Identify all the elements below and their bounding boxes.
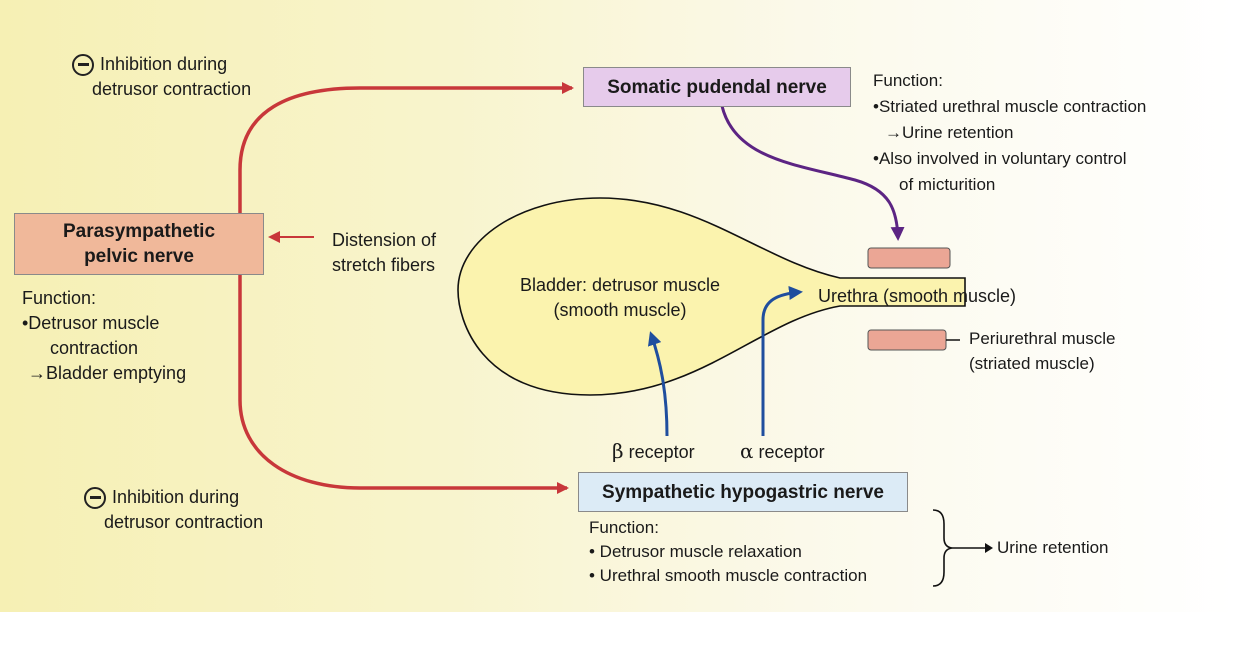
sympathetic-nerve-box: Sympathetic hypogastric nerve bbox=[578, 472, 908, 512]
periurethral-line2: (striated muscle) bbox=[969, 354, 1095, 373]
beta-receptor-label: β receptor bbox=[612, 439, 695, 465]
parasympathetic-title-line2: pelvic nerve bbox=[84, 246, 194, 267]
somatic-function-2a: •Also involved in voluntary control bbox=[873, 149, 1127, 168]
urine-retention-result: Urine retention bbox=[997, 538, 1109, 557]
blue-arrow-beta bbox=[647, 331, 669, 437]
urethra-label: Urethra (smooth muscle) bbox=[818, 286, 1017, 306]
parasympathetic-function-1b: contraction bbox=[50, 338, 139, 358]
alpha-receptor-label: α receptor bbox=[740, 439, 825, 465]
somatic-nerve-box: Somatic pudendal nerve bbox=[583, 67, 851, 107]
red-arrow-to-sympathetic bbox=[238, 275, 569, 494]
beta-symbol: β bbox=[612, 439, 624, 463]
inhibition-note-bottom: Inhibition during detrusor contraction bbox=[84, 485, 263, 535]
somatic-function-label: Function: bbox=[873, 71, 943, 90]
periurethral-line1: Periurethral muscle bbox=[969, 329, 1116, 348]
curly-bracket bbox=[932, 509, 953, 587]
somatic-title: Somatic pudendal nerve bbox=[607, 76, 827, 98]
parasympathetic-function-1a: •Detrusor muscle bbox=[22, 313, 160, 333]
inhibition-bottom-line1: Inhibition during bbox=[112, 487, 240, 507]
somatic-function-1-result: →Urine retention bbox=[885, 123, 1014, 142]
distension-label: Distension of stretch fibers bbox=[332, 228, 436, 278]
alpha-receptor-text: receptor bbox=[758, 442, 825, 462]
arrowhead-urine-retention bbox=[985, 543, 993, 553]
sympathetic-function: Function: • Detrusor muscle relaxation •… bbox=[589, 516, 867, 588]
bladder-label-line1: Bladder: detrusor muscle bbox=[519, 275, 721, 295]
somatic-function-2b: of micturition bbox=[899, 175, 996, 194]
bladder-label: Bladder: detrusor muscle (smooth muscle) bbox=[500, 273, 740, 323]
somatic-function: Function: •Striated urethral muscle cont… bbox=[873, 68, 1146, 198]
parasympathetic-function-2: →Bladder emptying bbox=[28, 363, 187, 383]
red-arrow-to-somatic bbox=[238, 82, 574, 215]
inhibition-note-top: Inhibition during detrusor contraction bbox=[72, 52, 251, 102]
parasympathetic-function: Function: •Detrusor muscle contraction →… bbox=[22, 286, 186, 386]
periurethral-muscle-top bbox=[867, 247, 951, 269]
purple-arrow-pudendal bbox=[720, 105, 905, 241]
minus-circle-icon bbox=[84, 486, 106, 509]
inhibition-top-line1: Inhibition during bbox=[100, 54, 228, 74]
sympathetic-function-label: Function: bbox=[589, 518, 659, 537]
bladder-label-line2: (smooth muscle) bbox=[553, 300, 687, 320]
blue-arrow-alpha bbox=[761, 286, 803, 436]
alpha-symbol: α bbox=[740, 439, 754, 463]
periurethral-muscle-bottom bbox=[867, 329, 947, 351]
parasympathetic-nerve-box: Parasympathetic pelvic nerve bbox=[14, 213, 264, 275]
periurethral-label: Periurethral muscle (striated muscle) bbox=[969, 326, 1115, 376]
sympathetic-function-1: • Detrusor muscle relaxation bbox=[589, 542, 802, 561]
inhibition-bottom-line2: detrusor contraction bbox=[104, 512, 264, 532]
beta-receptor-text: receptor bbox=[628, 442, 695, 462]
parasympathetic-function-label: Function: bbox=[22, 288, 97, 308]
sympathetic-function-2: • Urethral smooth muscle contraction bbox=[589, 566, 868, 585]
bladder-shape bbox=[457, 197, 966, 396]
distension-line2: stretch fibers bbox=[332, 255, 436, 275]
distension-line1: Distension of bbox=[332, 230, 437, 250]
sympathetic-title: Sympathetic hypogastric nerve bbox=[602, 481, 884, 503]
parasympathetic-title-line1: Parasympathetic bbox=[62, 221, 216, 242]
inhibition-top-line2: detrusor contraction bbox=[92, 79, 252, 99]
somatic-function-1: •Striated urethral muscle contraction bbox=[873, 97, 1147, 116]
minus-circle-icon bbox=[72, 53, 94, 76]
